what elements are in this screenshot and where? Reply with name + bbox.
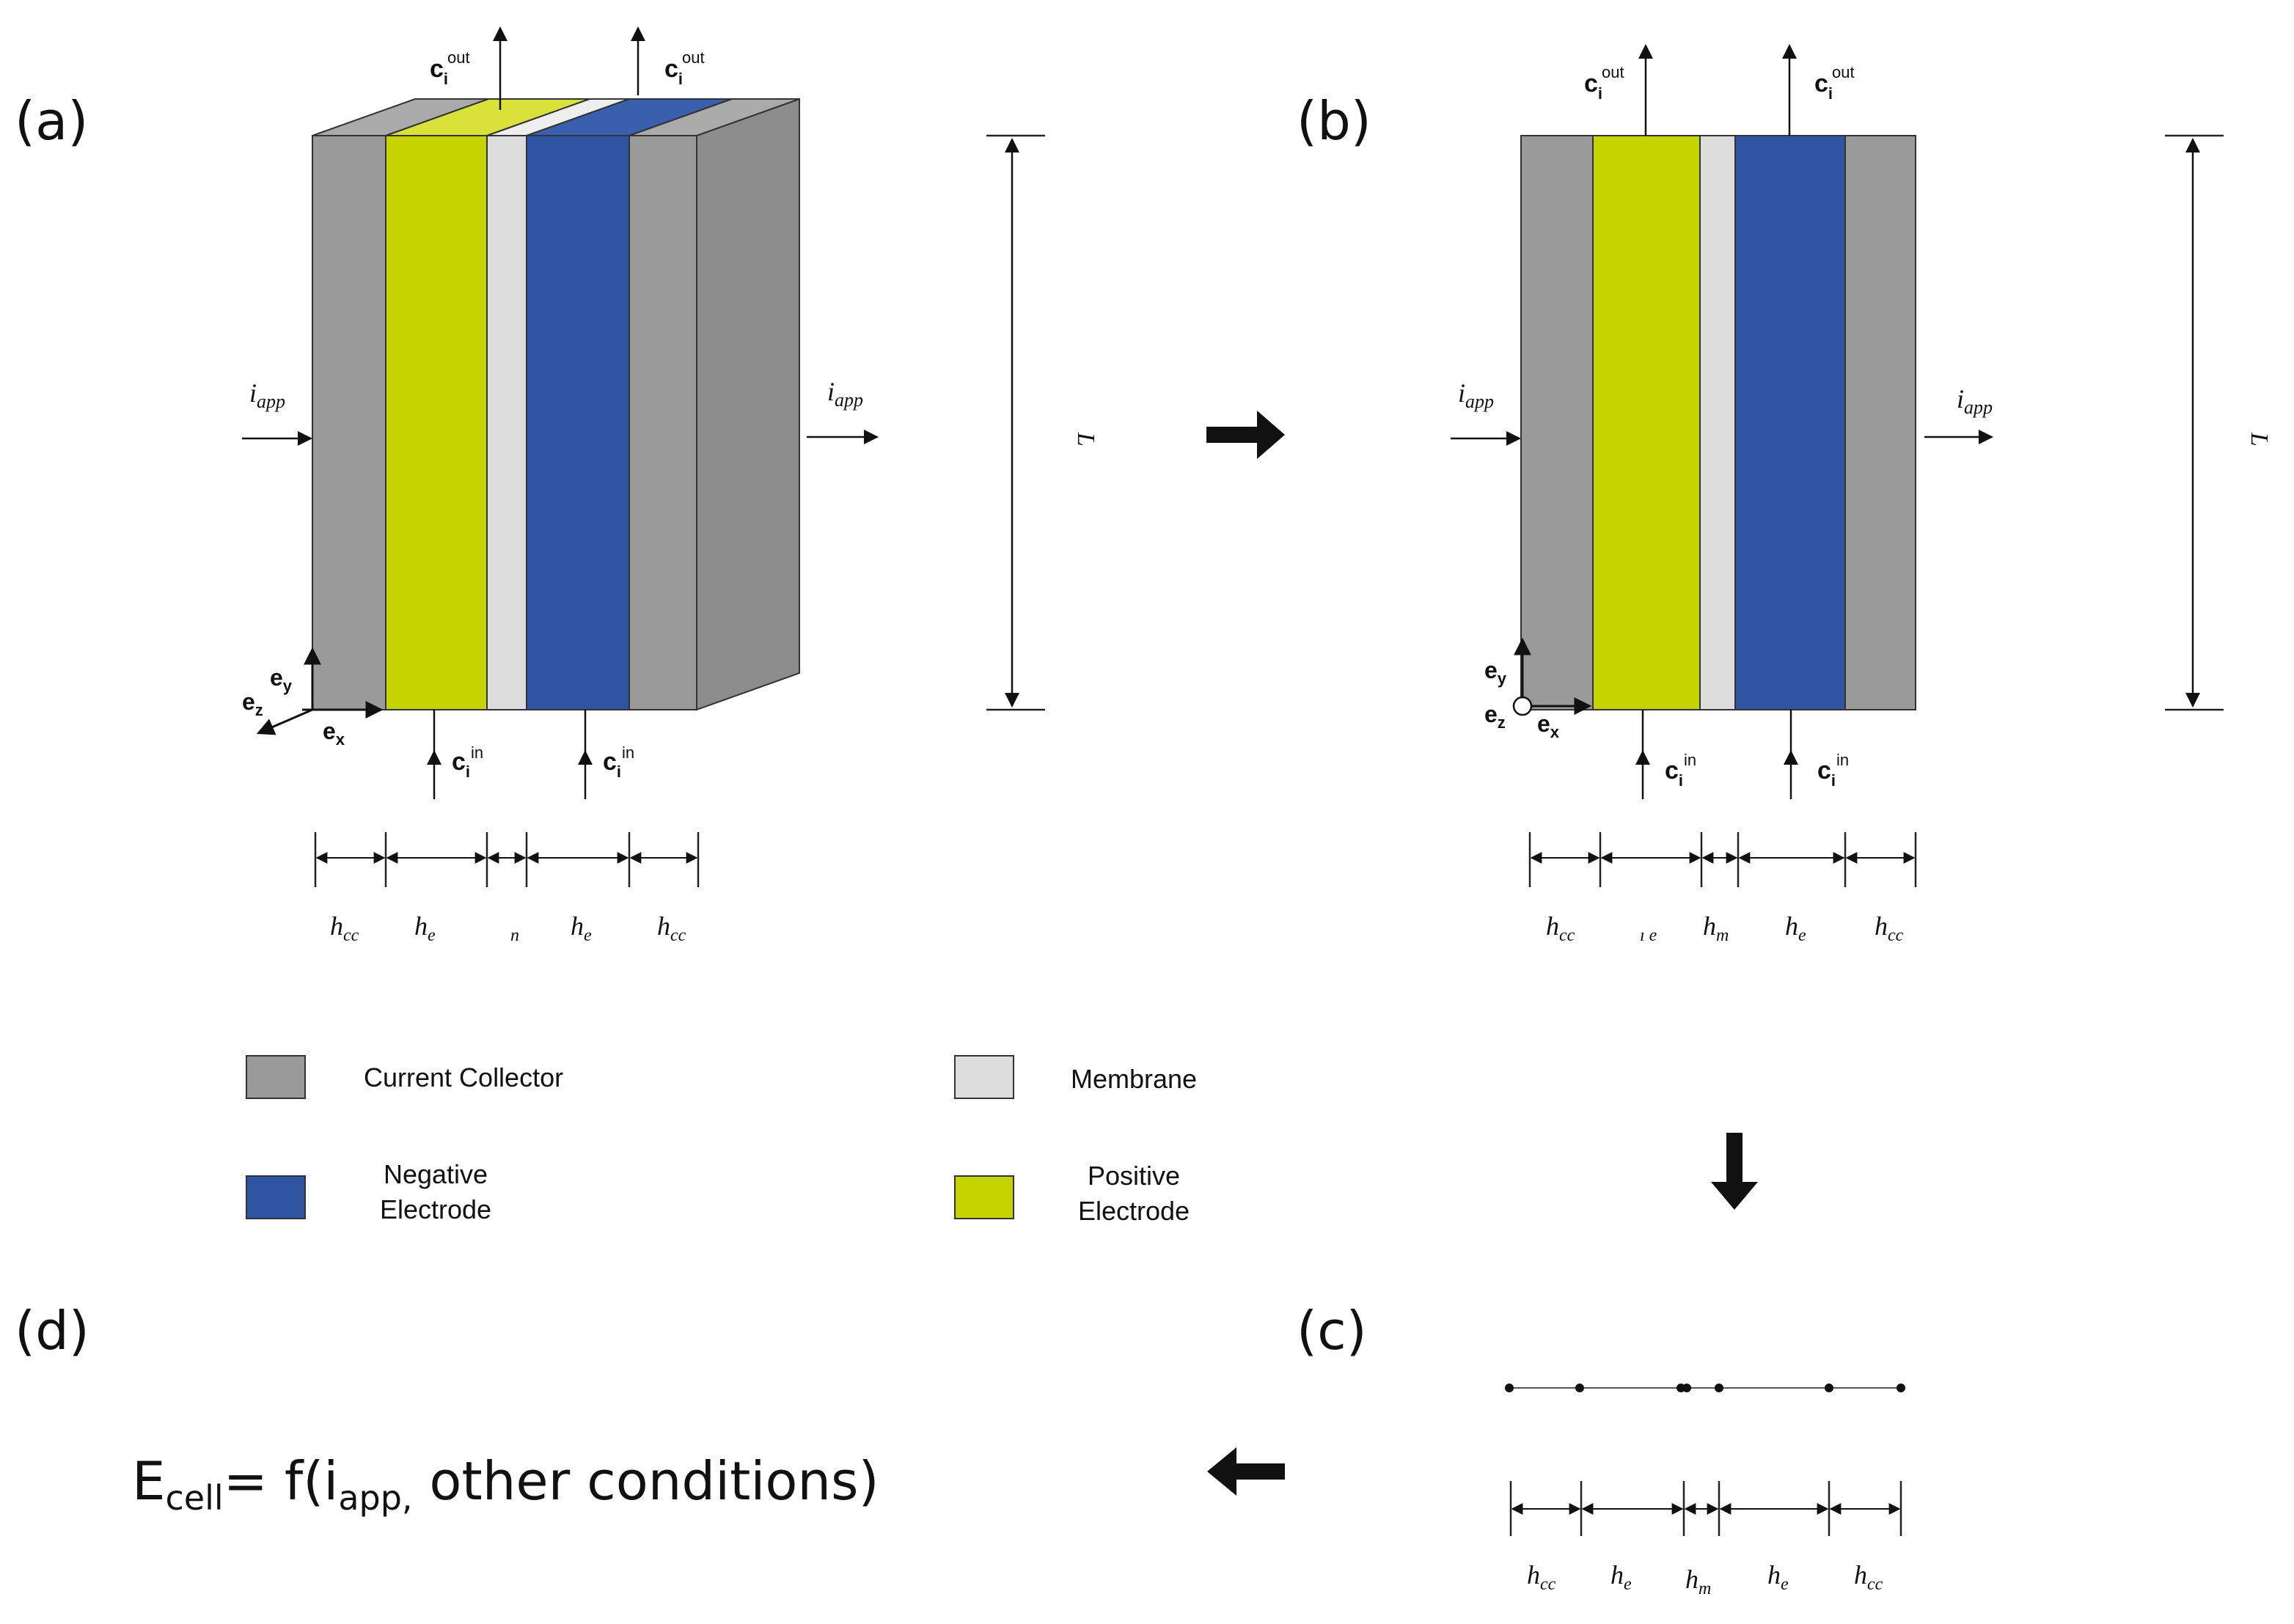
front-current-collector-right [629, 135, 697, 710]
cell-voltage-equation: Ecell= f(iapp, other conditions) [132, 1450, 879, 1518]
length-dimension-b: L [2165, 134, 2273, 711]
dim-c-0: hcc [1527, 1560, 1556, 1594]
i-app-label-a-out: iapp [827, 377, 863, 411]
mesh-node [1575, 1384, 1584, 1392]
dim-c-4: hcc [1854, 1560, 1883, 1594]
svg-text:ex: ex [323, 718, 345, 749]
thickness-dimensions-a: hcc he n he hcc [314, 832, 700, 945]
dim-c-3: he [1767, 1560, 1789, 1594]
c-in-label-a2: ci in [603, 743, 634, 781]
mesh-node [1897, 1384, 1905, 1392]
panel-a-3d-cell [312, 98, 800, 711]
coordinate-axes-a: ey ez ex [242, 647, 384, 749]
panel-label-d: (d) [15, 1300, 89, 1362]
mesh-node [1715, 1384, 1723, 1392]
svg-text:out: out [1602, 63, 1624, 81]
dim-b-2: hm [1703, 911, 1729, 945]
length-label-a: L [1072, 432, 1099, 447]
svg-text:out: out [447, 48, 470, 67]
svg-text:ci: ci [452, 748, 470, 781]
legend-swatch-membrane [954, 1055, 1014, 1099]
svg-text:out: out [682, 48, 705, 67]
bold-right-arrow-icon [1206, 411, 1285, 459]
c-out-label-a2: ci out [664, 48, 705, 88]
svg-text:ez: ez [1484, 701, 1506, 732]
mesh-node [1505, 1384, 1514, 1392]
svg-text:ez: ez [242, 688, 263, 719]
panel-label-b: (b) [1297, 90, 1371, 152]
svg-text:in: in [1836, 751, 1849, 769]
i-app-label-b-out: iapp [1957, 384, 1993, 418]
panel-b-2d-cell [1520, 135, 1916, 710]
b-positive-electrode [1592, 135, 1701, 710]
length-label-b: L [2246, 432, 2273, 447]
dim-c-1: he [1610, 1560, 1632, 1594]
svg-text:ci: ci [430, 55, 448, 88]
panel-label-c: (c) [1297, 1300, 1367, 1362]
legend-label-negative-line1: Negative [384, 1159, 488, 1189]
b-current-collector-left [1520, 135, 1594, 710]
svg-text:ey: ey [270, 664, 293, 695]
z-axis-out-of-plane-icon [1512, 696, 1533, 716]
thickness-dimensions-b: hcc ı e hm he hcc [1528, 832, 1917, 945]
svg-text:ci: ci [1814, 70, 1833, 103]
dim-a-2: n [510, 926, 519, 945]
legend-label-positive-line2: Electrode [1078, 1196, 1190, 1226]
legend-swatch-positive-electrode [954, 1175, 1014, 1219]
svg-text:ex: ex [1537, 710, 1560, 741]
dim-a-0: hcc [330, 911, 359, 945]
front-current-collector-left [312, 135, 386, 710]
cell-side-face [696, 98, 800, 711]
legend-label-positive-line1: Positive [1088, 1161, 1180, 1191]
svg-text:ci: ci [1584, 70, 1602, 103]
c-in-label-b2: ci in [1817, 751, 1849, 790]
bold-left-arrow-icon [1207, 1447, 1285, 1496]
legend-swatch-negative-electrode [246, 1175, 306, 1219]
dim-c-2: hm [1685, 1565, 1711, 1598]
svg-text:ci: ci [1817, 757, 1836, 790]
svg-text:in: in [1684, 751, 1696, 769]
svg-text:in: in [622, 743, 634, 762]
mesh-node [1682, 1384, 1691, 1392]
svg-text:ci: ci [664, 55, 683, 88]
svg-text:out: out [1832, 63, 1855, 81]
legend-label-negative-line2: Electrode [380, 1194, 491, 1224]
c-out-label-b2: ci out [1814, 63, 1855, 103]
mesh-node [1825, 1384, 1833, 1392]
front-positive-electrode [385, 135, 488, 710]
b-negative-electrode [1734, 135, 1846, 710]
legend-label-current-collector: Current Collector [364, 1062, 563, 1092]
front-negative-electrode [526, 135, 630, 710]
bold-down-arrow-icon [1711, 1133, 1758, 1210]
i-app-label-b-in: iapp [1458, 378, 1494, 412]
b-membrane [1699, 135, 1736, 710]
c-out-label-a1: ci out [430, 48, 470, 88]
dim-a-4: hcc [657, 911, 686, 945]
svg-text:in: in [471, 743, 483, 762]
i-app-label-a-in: iapp [249, 378, 285, 412]
legend-swatch-current-collector [246, 1055, 306, 1099]
dim-b-3: he [1785, 911, 1806, 945]
thickness-dimensions-c: hcc he hm he hcc [1509, 1481, 1902, 1598]
coordinate-axes-b: ey ez ex [1484, 637, 1592, 741]
dim-b-1: ı e [1640, 926, 1657, 945]
dim-b-4: hcc [1875, 911, 1904, 945]
length-dimension-a: L [986, 134, 1099, 711]
legend-label-membrane: Membrane [1071, 1064, 1197, 1094]
c-out-label-b1: ci out [1584, 63, 1624, 103]
dim-b-0: hcc [1546, 911, 1575, 945]
dim-a-3: he [571, 911, 592, 945]
panel-c-1d-mesh [1505, 1384, 1905, 1392]
svg-text:ci: ci [603, 748, 621, 781]
c-in-label-a1: ci in [452, 743, 483, 781]
svg-text:ey: ey [1484, 657, 1507, 688]
b-current-collector-right [1844, 135, 1916, 710]
c-in-label-b1: ci in [1665, 751, 1696, 790]
front-membrane [486, 135, 527, 710]
panel-label-a: (a) [15, 90, 88, 152]
svg-text:ci: ci [1665, 757, 1683, 790]
legend: Current Collector Membrane Negative Elec… [246, 1055, 1197, 1226]
dim-a-1: he [414, 911, 436, 945]
